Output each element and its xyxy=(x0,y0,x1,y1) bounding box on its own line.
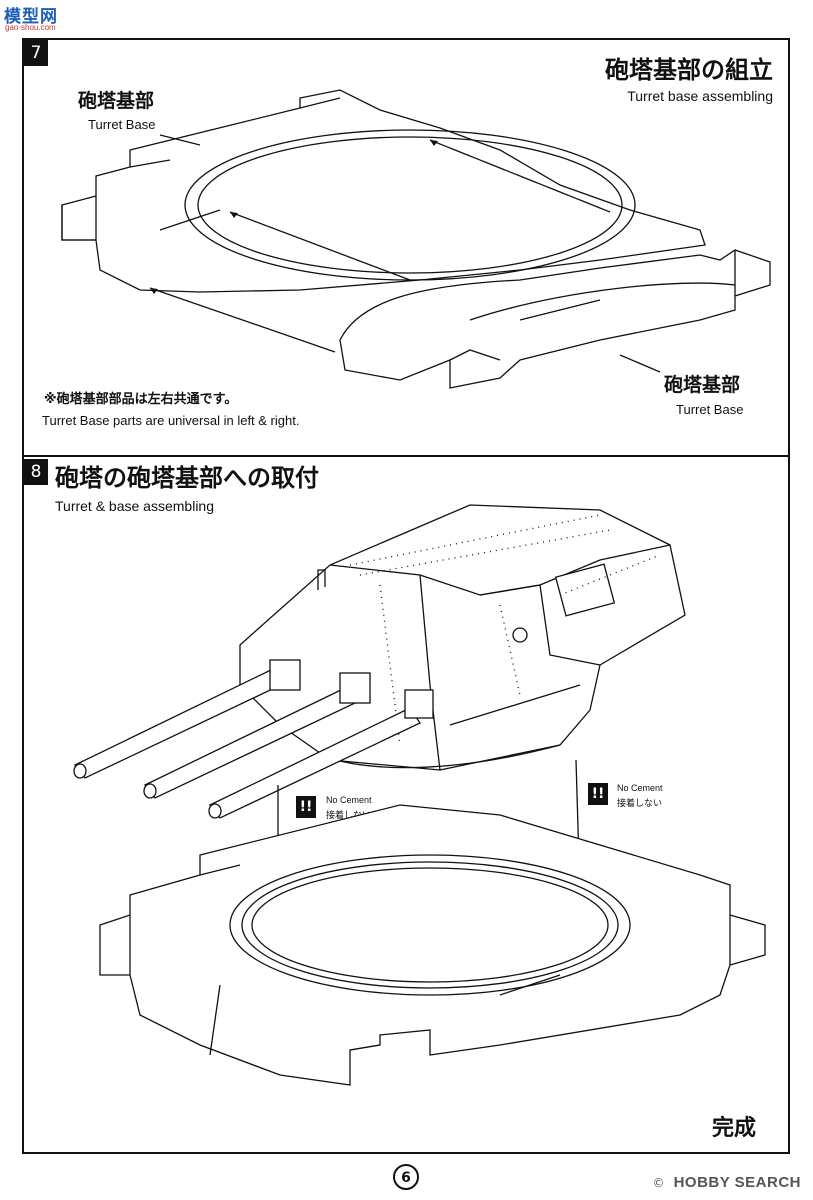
step-7-part-label-bottom-jp: 砲塔基部 xyxy=(664,374,741,396)
turret-base-diagram xyxy=(61,89,771,389)
turret-base-upper-half xyxy=(61,89,706,293)
step-7-guide-arrows xyxy=(149,134,661,373)
no-cement-label-jp: 接着しない xyxy=(326,811,372,821)
hobby-search-watermark: © HOBBY SEARCH xyxy=(653,1172,802,1191)
no-cement-label-jp: 接着しない xyxy=(617,799,663,809)
step-7-part-label-bottom-en: Turret Base xyxy=(676,402,744,417)
site-logo-text: 模型网 xyxy=(4,7,58,27)
instruction-frame xyxy=(22,38,790,1154)
step-8-title-en: Turret & base assembling xyxy=(55,498,214,514)
watermark-text: HOBBY SEARCH xyxy=(673,1174,801,1191)
warning-icon: !! xyxy=(588,783,608,805)
page-number: 6 xyxy=(393,1164,419,1190)
step-7-title-en: Turret base assembling xyxy=(627,88,773,104)
step-7-part-label-top-jp: 砲塔基部 xyxy=(78,90,155,112)
site-logo: 模型网 gao-shou.com xyxy=(4,2,72,36)
turret-assembly-diagram xyxy=(73,504,766,1086)
step-7-part-label-top-en: Turret Base xyxy=(88,117,156,132)
step-divider xyxy=(22,455,790,457)
turret-base-lower-half xyxy=(339,249,771,389)
warning-icon: !! xyxy=(296,796,316,818)
gun-barrels xyxy=(73,659,434,819)
no-cement-label-en: No Cement xyxy=(617,783,663,793)
step-7-note-en: Turret Base parts are universal in left … xyxy=(42,413,300,428)
turret-assembly xyxy=(239,504,686,771)
turret-base-assembled xyxy=(99,804,766,1086)
watermark-copyright: © xyxy=(652,1176,665,1190)
site-url: gao-shou.com xyxy=(5,23,56,32)
step-7-title-jp: 砲塔基部の組立 xyxy=(605,56,773,84)
step-8-number: 8 xyxy=(24,459,48,485)
page-number-value: 6 xyxy=(401,1170,411,1186)
completion-label: 完成 xyxy=(712,1116,757,1141)
step-8-title-jp: 砲塔の砲塔基部への取付 xyxy=(55,464,319,492)
step-7-number: 7 xyxy=(24,40,48,66)
no-cement-label-en: No Cement xyxy=(326,795,372,805)
step-7-note-jp: ※砲塔基部部品は左右共通です。 xyxy=(44,392,238,407)
